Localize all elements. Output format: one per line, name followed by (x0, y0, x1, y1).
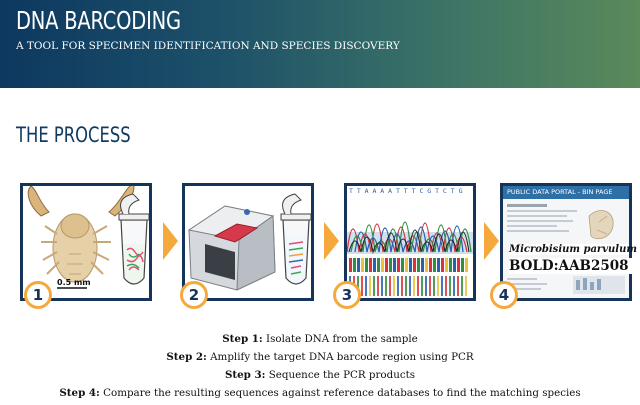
step-2-description: Step 2: Amplify the target DNA barcode r… (0, 348, 640, 366)
step-3-description: Step 3: Sequence the PCR products (0, 366, 640, 384)
step-arrow (163, 222, 178, 260)
banner-title: DNA BARCODING (16, 6, 181, 35)
step-2-panel (182, 183, 314, 301)
step-3-panel: T T A A A A T T T C G T C T G (344, 183, 476, 301)
step-1-badge: 1 (24, 281, 52, 309)
specimen-illustration (27, 186, 149, 289)
pcr-machine-illustration (187, 193, 311, 291)
step-4-badge: 4 (490, 281, 518, 309)
process-steps: 0.5 mm (0, 163, 640, 313)
portal-header: PUBLIC DATA PORTAL - BIN PAGE (503, 186, 629, 199)
step-4-description: Step 4: Compare the resulting sequences … (0, 384, 640, 402)
scale-label: 0.5 mm (57, 278, 91, 287)
species-name: Microbisium parvulum (509, 244, 637, 255)
step-1-description: Step 1: Isolate DNA from the sample (0, 330, 640, 348)
step-descriptions: Step 1: Isolate DNA from the sample Step… (0, 330, 640, 402)
sequence-letters: T T A A A A T T T C G T C T G (349, 187, 463, 195)
step-3-text: Sequence the PCR products (268, 369, 416, 381)
step-1-label: Step 1: (222, 333, 263, 345)
section-title: THE PROCESS (16, 123, 131, 147)
step-2-label: Step 2: (166, 351, 207, 363)
bin-identifier: BOLD:AAB2508 (509, 258, 633, 274)
chromatogram-illustration (347, 186, 473, 298)
step-4-panel: PUBLIC DATA PORTAL - BIN PAGE Microbisiu… (500, 183, 637, 301)
step-arrow (324, 222, 339, 260)
step-4-label: Step 4: (59, 387, 100, 399)
step-arrow (484, 222, 499, 260)
banner-subtitle: A TOOL FOR SPECIMEN IDENTIFICATION AND S… (16, 40, 400, 52)
step-3-label: Step 3: (224, 369, 266, 381)
portal-page-illustration (503, 199, 629, 298)
step-3-badge: 3 (333, 281, 361, 309)
step-4-text: Compare the resulting sequences against … (103, 387, 581, 399)
step-1-text: Isolate DNA from the sample (266, 333, 418, 345)
step-2-badge: 2 (180, 281, 208, 309)
step-2-text: Amplify the target DNA barcode region us… (210, 351, 474, 363)
header-banner: DNA BARCODING A TOOL FOR SPECIMEN IDENTI… (0, 0, 640, 88)
